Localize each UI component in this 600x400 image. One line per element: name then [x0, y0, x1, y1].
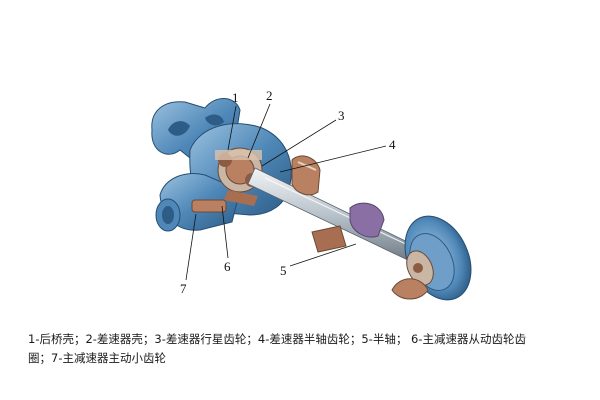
brake-drum — [391, 215, 472, 301]
callout-5: 5 — [280, 263, 287, 278]
callout-1: 1 — [232, 90, 239, 105]
caption-line-1: 1-后桥壳；2-差速器壳；3-差速器行星齿轮；4-差速器半轴齿轮；5-半轴； 6… — [28, 332, 526, 346]
callout-7: 7 — [180, 281, 187, 296]
spring-seat-top — [291, 155, 321, 196]
figure-caption: 1-后桥壳；2-差速器壳；3-差速器行星齿轮；4-差速器半轴齿轮；5-半轴； 6… — [28, 330, 588, 368]
leaf-spring-mount — [349, 202, 385, 238]
caption-line-2: 圈；7-主减速器主动小齿轮 — [28, 351, 166, 365]
label-leaders — [185, 103, 387, 281]
callout-numbers: 1 2 3 4 5 6 7 — [180, 88, 396, 296]
spring-seat-bottom — [311, 225, 347, 253]
callout-2: 2 — [266, 88, 273, 103]
callout-6: 6 — [224, 259, 231, 274]
callout-3: 3 — [338, 108, 345, 123]
callout-4: 4 — [389, 137, 396, 152]
